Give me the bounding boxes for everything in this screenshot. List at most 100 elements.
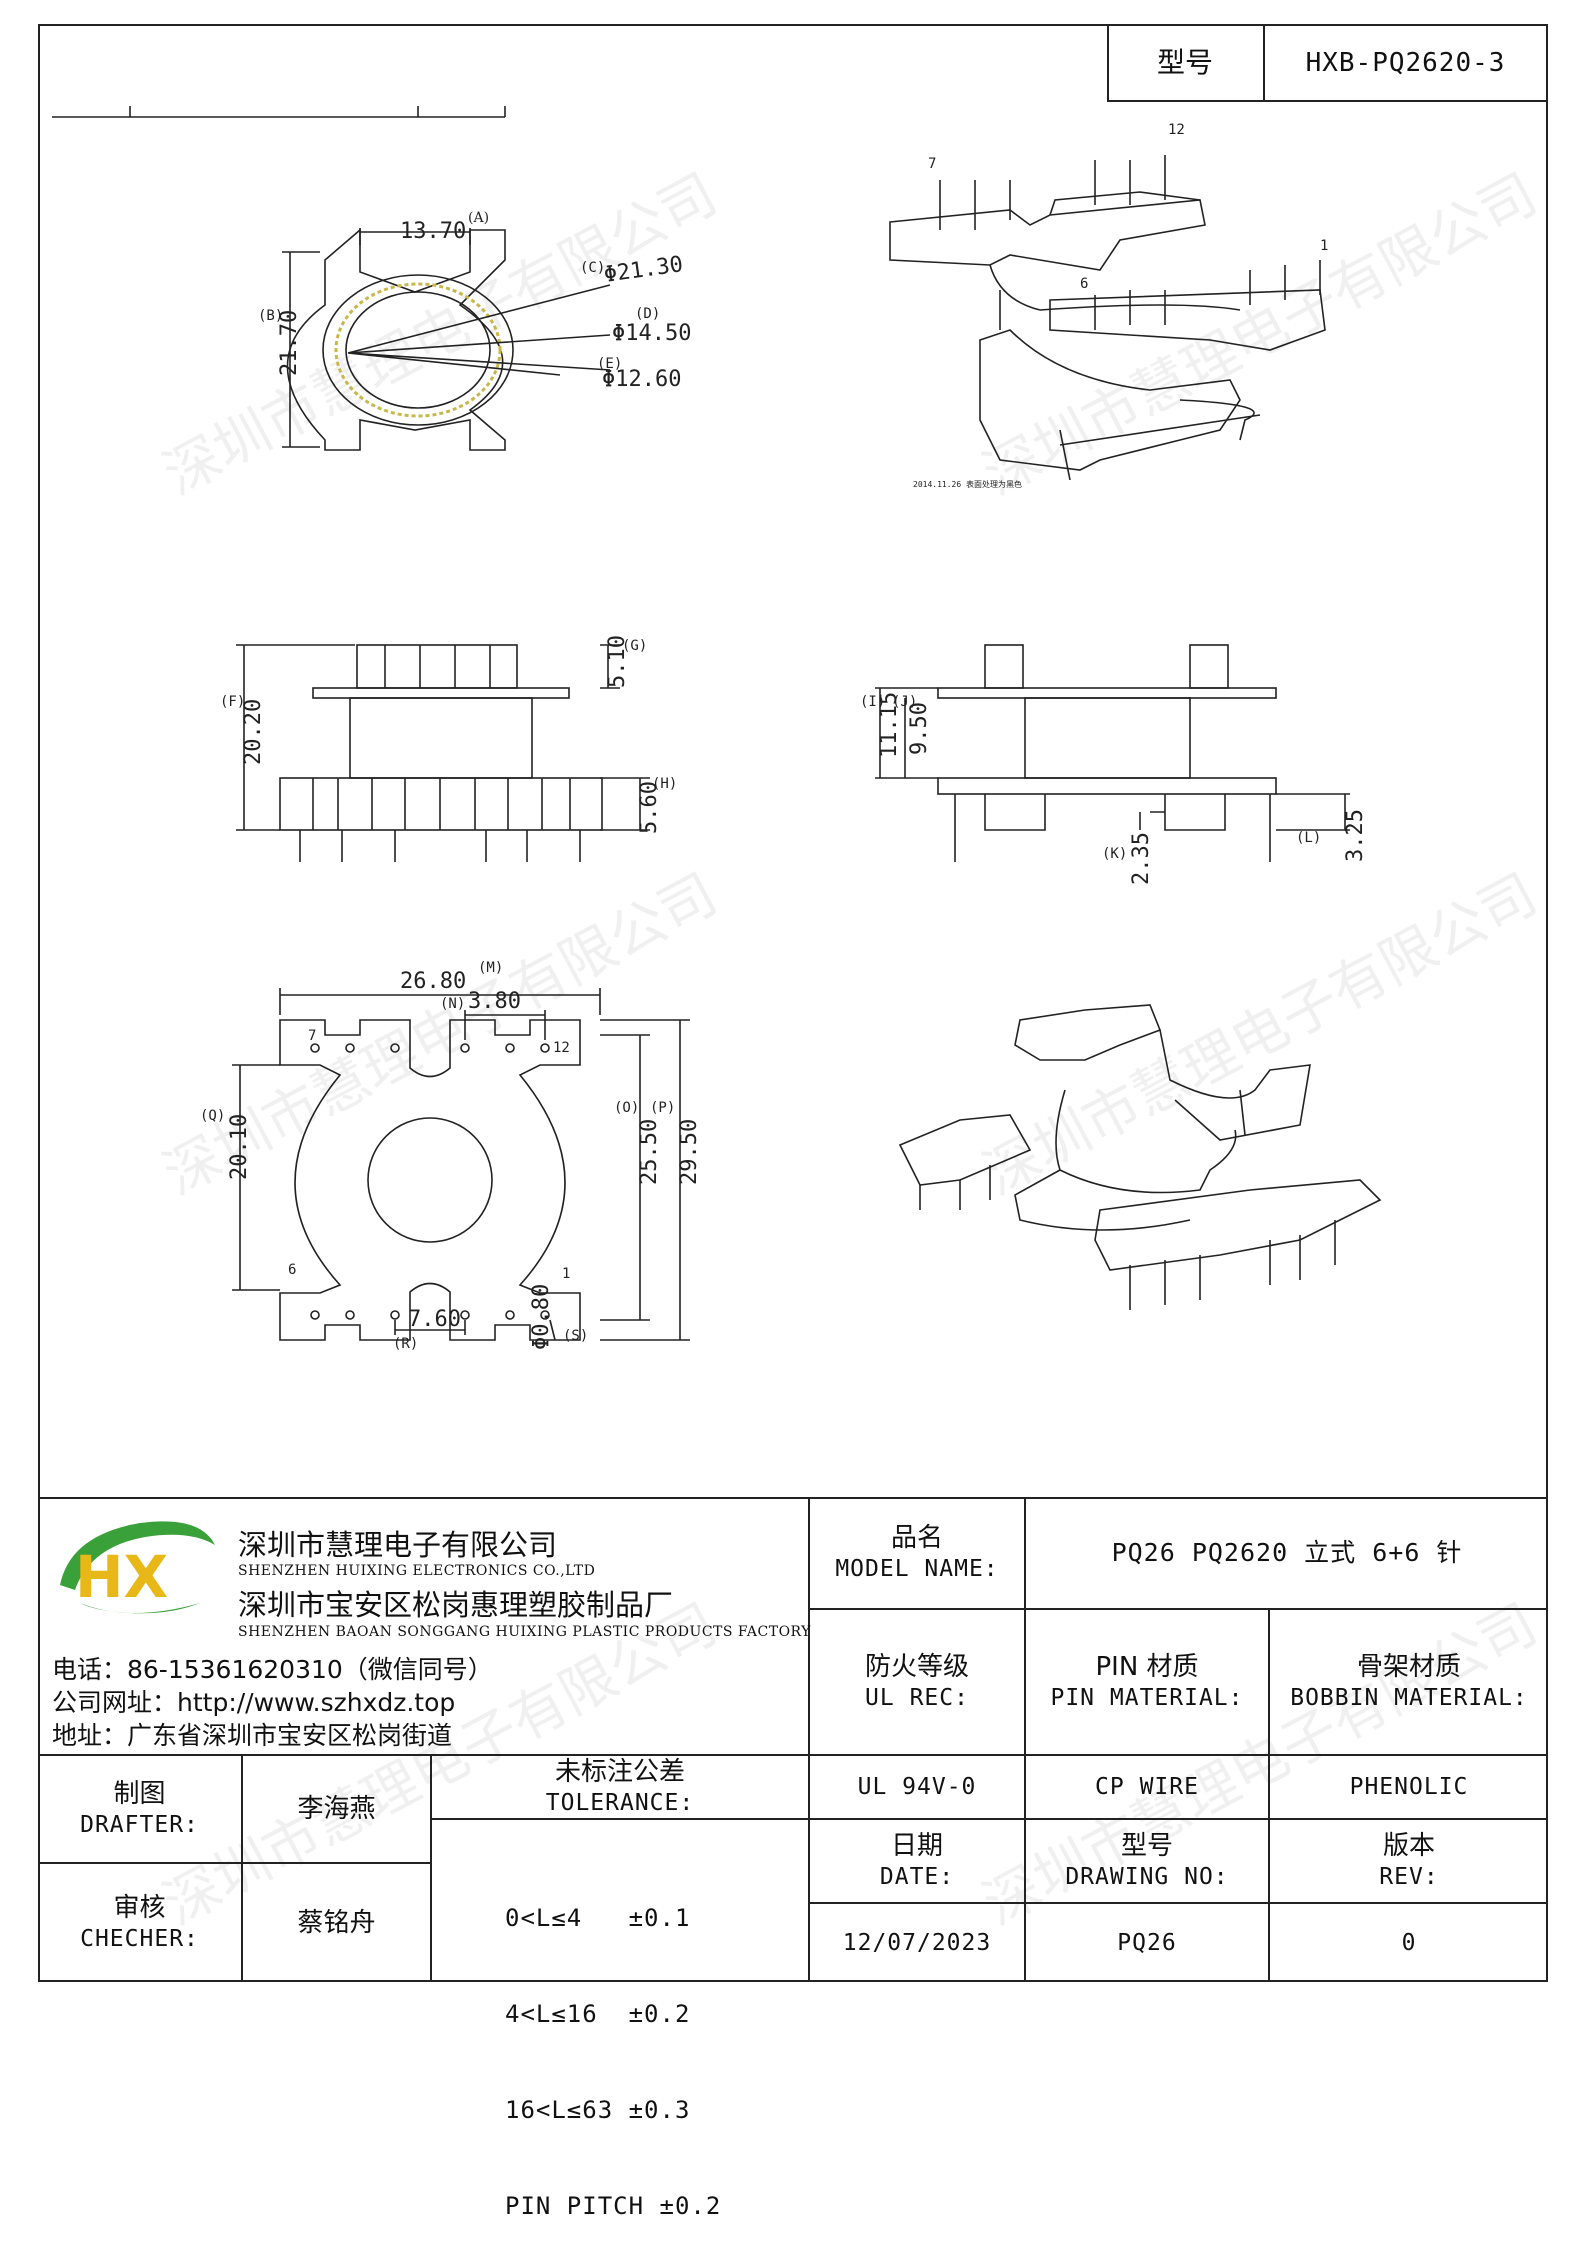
header-model-value: HXB-PQ2620-3: [1305, 48, 1506, 78]
tolerance-label: 未标注公差 TOLERANCE:: [432, 1756, 808, 1818]
dim-p-tag: (P): [650, 1100, 675, 1116]
dim-d-value: Φ14.50: [612, 321, 691, 346]
top-view: [282, 228, 611, 451]
model-name-cn: 品名: [890, 1522, 943, 1553]
drafter-en: DRAFTER:: [80, 1812, 199, 1838]
header-model-label: 型号: [1156, 46, 1213, 79]
iso-pin-1: 1: [1320, 238, 1328, 254]
dim-m-tag: (M): [478, 960, 503, 976]
technical-drawing: 13.70 (A) 21.70 (B) (C) Φ21.30 (D) Φ14.5…: [52, 106, 1382, 1352]
model-name-en: MODEL NAME:: [835, 1555, 999, 1582]
tolerance-row: 16<L≤63 ±0.3: [505, 2096, 691, 2124]
dim-b-tag: (B): [258, 308, 283, 324]
front-view: [236, 644, 650, 862]
bobbin-material-cn: 骨架材质: [1356, 1652, 1461, 1682]
model-name-value: PQ26 PQ2620 立式 6+6 针: [1111, 1537, 1463, 1567]
rev-label: 版本 REV:: [1270, 1820, 1548, 1902]
bottom-pin-7: 7: [308, 1028, 316, 1044]
date-label: 日期 DATE:: [810, 1820, 1024, 1902]
dim-o-value: 25.50: [637, 1119, 662, 1185]
ul-rec-label: 防火等级 UL REC:: [810, 1610, 1024, 1754]
dim-i-value: 11.15: [877, 692, 902, 758]
iso-pin-6: 6: [1080, 276, 1088, 292]
model-name-label: 品名 MODEL NAME:: [810, 1497, 1024, 1608]
bobbin-material-en: BOBBIN MATERIAL:: [1290, 1685, 1528, 1711]
date-value: 12/07/2023: [842, 1930, 992, 1956]
dim-l-tag: (L): [1296, 830, 1321, 846]
rev-cn: 版本: [1382, 1831, 1435, 1861]
bobbin-material-value: PHENOLIC: [1349, 1774, 1469, 1800]
pin-material-en: PIN MATERIAL:: [1050, 1685, 1244, 1711]
side-view: [875, 644, 1350, 862]
dim-s-tag: (S): [563, 1328, 588, 1344]
dim-h-value: 5.60: [637, 781, 662, 834]
dim-m-value: 26.80: [400, 969, 466, 994]
dim-a-value: 13.70: [400, 219, 466, 244]
factory-name-en: SHENZHEN BAOAN SONGGANG HUIXING PLASTIC …: [238, 1624, 811, 1640]
drawing-frame: [38, 24, 1548, 1982]
tolerance-list: 0<L≤4 ±0.1 4<L≤16 ±0.2 16<L≤63 ±0.3 PIN …: [505, 1838, 805, 2254]
iso-stamp: 2014.11.26 表面处理为黑色: [913, 479, 1022, 489]
dim-k-tag: (K): [1102, 846, 1127, 862]
date-cn: 日期: [890, 1831, 943, 1861]
company-name-cn: 深圳市慧理电子有限公司: [238, 1528, 558, 1562]
dim-f-tag: (F): [220, 694, 245, 710]
dim-h-tag: (H): [652, 776, 677, 792]
dim-l-value: 3.25: [1343, 809, 1368, 862]
checker-name: 蔡铭舟: [297, 1908, 376, 1938]
dim-g-tag: (G): [622, 638, 647, 654]
dim-j-tag: (J): [892, 694, 917, 710]
pin-material-label: PIN 材质 PIN MATERIAL:: [1026, 1610, 1268, 1754]
company-name-en: SHENZHEN HUIXING ELECTRONICS CO.,LTD: [238, 1563, 596, 1579]
dim-n-tag: (N): [440, 996, 465, 1012]
bottom-pin-12: 12: [553, 1040, 570, 1056]
dim-q-tag: (Q): [200, 1108, 225, 1124]
dim-g-value: 5.10: [605, 635, 630, 688]
pin-material-cn: PIN 材质: [1095, 1652, 1199, 1682]
tolerance-en: TOLERANCE:: [545, 1790, 695, 1816]
drawing-no-value: PQ26: [1117, 1930, 1177, 1956]
ul-rec-en: UL REC:: [865, 1685, 969, 1711]
checker-label: 审核 CHECHER:: [38, 1864, 241, 1982]
iso-pin-12: 12: [1168, 122, 1185, 138]
iso-view-bottom: [898, 1004, 1382, 1310]
dim-j-value: 9.50: [907, 702, 932, 755]
company-phone: 电话：86-15361620310（微信同号）: [52, 1655, 493, 1684]
dim-k-value: 2.35: [1129, 832, 1154, 885]
dim-e-tag: (E): [597, 356, 622, 372]
dim-n-value: 3.80: [468, 989, 521, 1014]
drafter-label: 制图 DRAFTER:: [38, 1756, 241, 1862]
pin-material-value: CP WIRE: [1095, 1774, 1199, 1800]
dim-f-value: 20.20: [241, 699, 266, 765]
tolerance-row: PIN PITCH ±0.2: [505, 2192, 722, 2220]
dim-o-tag: (O): [614, 1100, 639, 1116]
dim-b-value: 21.70: [277, 310, 302, 376]
date-en: DATE:: [879, 1864, 955, 1890]
bottom-pin-1: 1: [562, 1266, 570, 1282]
dim-e-value: Φ12.60: [602, 367, 681, 392]
checker-cn: 审核: [113, 1893, 166, 1923]
company-logo: HX: [60, 1521, 215, 1614]
rev-en: REV:: [1379, 1864, 1439, 1890]
bobbin-material-label: 骨架材质 BOBBIN MATERIAL:: [1270, 1610, 1548, 1754]
company-address: 地址：广东省深圳市宝安区松岗街道: [52, 1721, 453, 1750]
dim-i-tag: (I): [860, 694, 885, 710]
checker-en: CHECHER:: [80, 1926, 199, 1952]
drawing-no-en: DRAWING NO:: [1065, 1864, 1229, 1890]
dim-r-tag: (R): [393, 1336, 418, 1352]
ul-rec-cn: 防火等级: [864, 1652, 969, 1682]
drafter-name: 李海燕: [297, 1794, 376, 1824]
drafter-cn: 制图: [113, 1779, 166, 1809]
dim-q-value: 20.10: [227, 1114, 252, 1180]
tolerance-row: 4<L≤16 ±0.2: [505, 2000, 691, 2028]
header-model-box: [1107, 24, 1548, 102]
dim-r-value: 7.60: [408, 1307, 461, 1332]
factory-name-cn: 深圳市宝安区松岗惠理塑胶制品厂: [238, 1588, 674, 1622]
dim-p-value: 29.50: [677, 1119, 702, 1185]
dim-s-value: Φ0.80: [529, 1284, 554, 1350]
ul-rec-value: UL 94V-0: [857, 1774, 977, 1800]
logo-letters: HX: [75, 1543, 168, 1611]
dim-c-value: Φ21.30: [602, 252, 684, 288]
bottom-view: [232, 988, 690, 1341]
dim-d-tag: (D): [635, 306, 660, 322]
